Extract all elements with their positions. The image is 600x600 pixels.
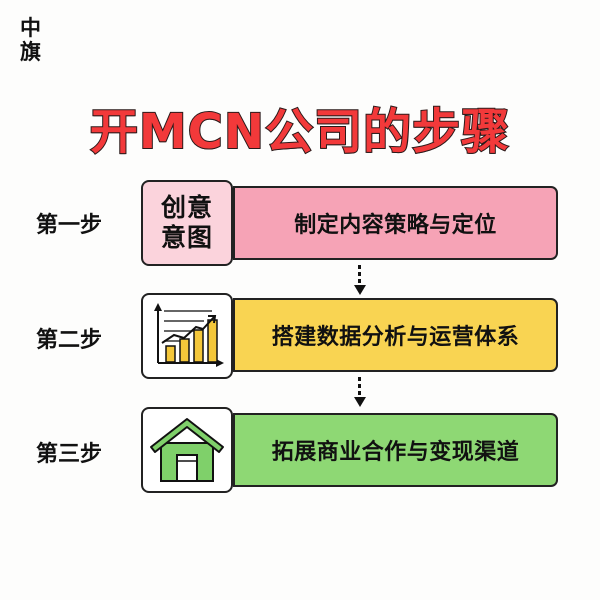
step-1-box: 制定内容策略与定位 <box>233 186 558 260</box>
step-1-icon-box: 创意 意图 <box>141 180 233 266</box>
bar-chart-trend-icon <box>154 303 224 367</box>
step-3-icon-box <box>141 407 233 493</box>
seal-char-2: 旗 <box>20 39 41 64</box>
icon-text-line-2: 意图 <box>160 223 213 252</box>
seal-char-1: 中 <box>20 15 41 40</box>
house-icon <box>150 418 224 482</box>
step-1-text: 制定内容策略与定位 <box>294 213 497 238</box>
icon-text-line-1: 创意 <box>160 193 213 222</box>
creative-intent-text-icon: 创意 意图 <box>161 193 213 253</box>
step-2-icon-box <box>141 293 233 379</box>
step-3-text: 拓展商业合作与变现渠道 <box>271 440 520 465</box>
step-2-label: 第二步 <box>36 328 103 353</box>
step-1-label: 第一步 <box>36 213 103 238</box>
step-3-label: 第三步 <box>36 442 103 467</box>
page-title: 开MCN公司的步骤 <box>89 103 511 161</box>
step-2-text: 搭建数据分析与运营体系 <box>271 325 520 350</box>
step-3-box: 拓展商业合作与变现渠道 <box>233 413 558 487</box>
seal-mark: 中 旗 <box>20 16 44 64</box>
step-2-box: 搭建数据分析与运营体系 <box>233 298 558 372</box>
